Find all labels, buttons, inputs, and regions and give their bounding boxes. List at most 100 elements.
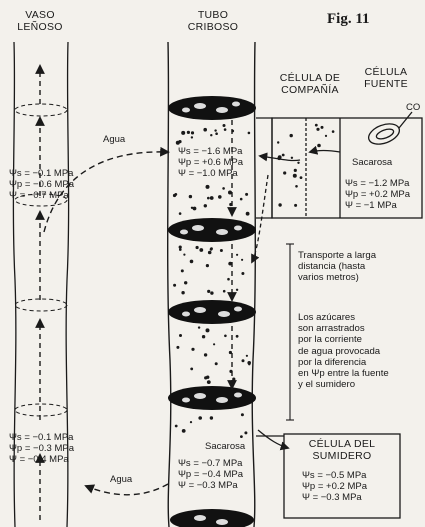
- sink-pressure-potential: Ψp = +0.2 MPa: [302, 481, 367, 492]
- phloem-top-potentials: Ψs = −1.6 MPa Ψp = +0.6 MPa Ψ = −1.0 MPa: [178, 146, 243, 179]
- explanation-line: y el sumidero: [298, 379, 423, 390]
- xylem-top-solute-potential: Ψs = −0.1 MPa: [9, 168, 74, 179]
- sucrose-particle: [190, 368, 193, 371]
- source-header-line1: CÉLULA: [356, 66, 416, 78]
- sucrose-particle: [290, 134, 293, 137]
- sucrose-particle: [189, 195, 192, 198]
- sucrose-particle: [248, 363, 250, 365]
- sucrose-particle: [246, 355, 248, 357]
- sucrose-particle: [181, 291, 184, 294]
- sucrose-particle: [215, 132, 218, 135]
- transport-description: Transporte a larga distancia (hasta vari…: [298, 250, 423, 284]
- xylem-top-potentials: Ψs = −0.1 MPa Ψp = −0.6 MPa Ψ = −0.7 MPa: [9, 168, 74, 201]
- sucrose-particle: [190, 260, 194, 264]
- sink-header-line1: CÉLULA DEL: [292, 438, 392, 450]
- sucrose-particle: [182, 429, 186, 433]
- sucrose-particle: [291, 157, 293, 159]
- sucrose-particle: [179, 248, 182, 251]
- sieve-plate: [170, 509, 254, 527]
- explanation-description: Los azúcares son arrastrados por la corr…: [298, 312, 423, 390]
- sucrose-particle: [223, 290, 226, 293]
- transport-line: varios metros): [298, 272, 423, 283]
- xylem-bottom-potentials: Ψs = −0.1 MPa Ψp = −0.3 MPa Ψ = −0.4 MPa: [9, 432, 74, 465]
- sucrose-particle: [191, 348, 194, 351]
- sucrose-particle: [236, 254, 238, 256]
- explanation-line: Los azúcares: [298, 312, 423, 323]
- source-cell-header: CÉLULA FUENTE: [356, 66, 416, 90]
- sucrose-particle: [210, 134, 212, 136]
- xylem-top-water-potential: Ψ = −0.7 MPa: [9, 190, 74, 201]
- sucrose-particle: [181, 269, 184, 272]
- sucrose-particle: [223, 124, 226, 127]
- source-cell-potentials: Ψs = −1.2 MPa Ψp = +0.2 MPa Ψ = −1 MPa: [345, 178, 410, 211]
- phloem-bottom-pressure-potential: Ψp = −0.4 MPa: [178, 469, 243, 480]
- sucrose-particle: [224, 335, 227, 338]
- sucrose-particle: [207, 290, 210, 293]
- sucrose-particle: [214, 129, 216, 131]
- sucrose-particle: [242, 359, 245, 362]
- sucrose-particle: [181, 131, 185, 135]
- sucrose-particle: [277, 141, 279, 143]
- transport-line: Transporte a larga: [298, 250, 423, 261]
- sucrose-particle: [316, 128, 319, 131]
- sucrose-particle: [297, 162, 299, 164]
- xylem-header-line2: LEÑOSO: [8, 21, 72, 33]
- sucrose-particle: [198, 326, 200, 328]
- sucrose-particle: [300, 176, 303, 179]
- sucrose-particle: [208, 251, 212, 255]
- sucrose-particle: [191, 136, 193, 138]
- companion-header-line1: CÉLULA DE: [270, 72, 350, 84]
- sucrose-particle: [245, 193, 248, 196]
- sucrose-particle: [246, 212, 250, 216]
- source-water-potential: Ψ = −1 MPa: [345, 200, 410, 211]
- sucrose-particle: [176, 346, 179, 349]
- sucrose-particle: [179, 334, 182, 337]
- phloem-bottom-potentials: Ψs = −0.7 MPa Ψp = −0.4 MPa Ψ = −0.3 MPa: [178, 458, 243, 491]
- sucrose-particle: [244, 431, 247, 434]
- sieve-plate: [168, 386, 256, 410]
- sucrose-particle: [179, 212, 182, 215]
- sucrose-particle: [317, 144, 321, 148]
- sucrose-particle: [240, 198, 243, 201]
- sucrose-particle: [210, 248, 213, 251]
- sucrose-particle: [222, 187, 225, 190]
- transport-line: distancia (hasta: [298, 261, 423, 272]
- sucrose-particle: [294, 169, 297, 172]
- sucrose-particle: [191, 131, 194, 134]
- sucrose-particle: [204, 376, 207, 379]
- sucrose-particle: [241, 272, 244, 275]
- xylem-header: VASO LEÑOSO: [8, 9, 72, 33]
- sucrose-particle: [206, 328, 210, 332]
- sieve-plate: [168, 218, 256, 242]
- sucrose-particle: [193, 207, 197, 211]
- sucrose-particle: [203, 128, 207, 132]
- sucrose-particle: [213, 343, 215, 345]
- xylem-header-line1: VASO: [8, 9, 72, 21]
- sucrose-particle: [204, 204, 207, 207]
- explanation-line: son arrastrados: [298, 323, 423, 334]
- companion-cell-header: CÉLULA DE COMPAÑÍA: [270, 72, 350, 96]
- sucrose-particle: [198, 416, 202, 420]
- sieve-plate: [168, 96, 256, 120]
- sucrose-particle: [227, 278, 230, 281]
- sink-header-line2: SUMIDERO: [292, 450, 392, 462]
- sucrose-particle: [295, 185, 298, 188]
- transport-bracket: [286, 244, 294, 420]
- source-header-line2: FUENTE: [356, 78, 416, 90]
- sucrose-particle: [224, 128, 227, 131]
- phloem-header-line2: CRIBOSO: [176, 21, 250, 33]
- sucrose-particle: [210, 416, 213, 419]
- explanation-line: en Ψp entre la fuente: [298, 368, 423, 379]
- sucrose-particle: [202, 335, 205, 338]
- phloem-top-water-potential: Ψ = −1.0 MPa: [178, 168, 243, 179]
- source-header-cut-text: CO: [406, 102, 420, 113]
- sucrose-particle: [278, 203, 281, 206]
- sucrose-particle: [173, 284, 176, 287]
- explanation-line: por la diferencia: [298, 357, 423, 368]
- sucrose-particle: [207, 380, 211, 384]
- sucrose-particle: [236, 289, 238, 291]
- sucrose-particle: [175, 425, 178, 428]
- sucrose-particle: [206, 185, 210, 189]
- phloem-bottom-water-potential: Ψ = −0.3 MPa: [178, 480, 243, 491]
